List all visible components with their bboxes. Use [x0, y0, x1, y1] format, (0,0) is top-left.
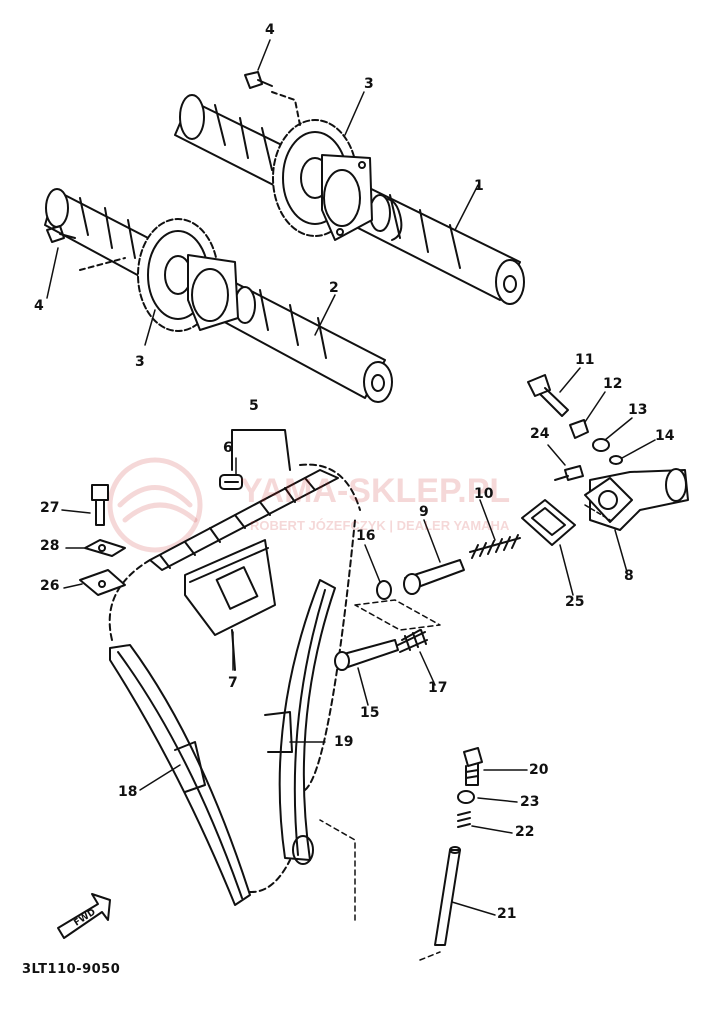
- callout-4-upper: 4: [265, 22, 275, 38]
- assembly-line: [584, 504, 611, 521]
- sprocket-bolt-upper: [244, 71, 301, 126]
- cam-sprocket-upper: [272, 119, 373, 241]
- tensioner-nut: [569, 419, 589, 439]
- callout-15: 15: [360, 705, 380, 721]
- callout-8: 8: [624, 568, 634, 584]
- o-ring: [609, 455, 623, 465]
- watermark-logo: [107, 457, 203, 553]
- plug-rod: [434, 846, 461, 946]
- tensioner-rod: [403, 559, 465, 595]
- sprocket-bolt-lower: [46, 225, 126, 271]
- callout-3-lower: 3: [135, 354, 145, 370]
- guide-bolt: [91, 484, 109, 526]
- body-bolt: [554, 465, 584, 481]
- tensioner-body: [584, 468, 689, 531]
- callout-4-lower: 4: [34, 298, 44, 314]
- callout-26: 26: [40, 578, 60, 594]
- assembly-line-2: [319, 819, 441, 961]
- callout-9: 9: [419, 504, 429, 520]
- callout-2: 2: [329, 280, 339, 296]
- tensioner-guide: [109, 644, 251, 906]
- callout-21: 21: [497, 906, 517, 922]
- callout-19: 19: [334, 734, 354, 750]
- callout-23: 23: [520, 794, 540, 810]
- callout-22: 22: [515, 824, 535, 840]
- watermark-brand: YAMA-SKLEP.PL: [240, 472, 511, 510]
- callout-6: 6: [223, 440, 233, 456]
- plug-spring: [457, 811, 471, 828]
- callout-16: 16: [356, 528, 376, 544]
- guide-stopper: [79, 569, 126, 596]
- callout-bracket-5: [231, 429, 291, 471]
- callout-5: 5: [249, 398, 259, 414]
- callout-28: 28: [40, 538, 60, 554]
- callout-13: 13: [628, 402, 648, 418]
- tensioner-washer: [354, 580, 441, 631]
- callout-3-upper: 3: [364, 76, 374, 92]
- callout-20: 20: [529, 762, 549, 778]
- callout-27: 27: [40, 500, 60, 516]
- tensioner-spring: [469, 534, 521, 559]
- callout-10: 10: [474, 486, 494, 502]
- callout-25: 25: [565, 594, 585, 610]
- callout-18: 18: [118, 784, 138, 800]
- chain-guide-rear: [264, 579, 336, 865]
- tensioner-gasket: [521, 499, 576, 546]
- callout-24: 24: [530, 426, 550, 442]
- guide-plate: [84, 539, 126, 557]
- leader-lines: [46, 39, 656, 916]
- callout-7: 7: [228, 675, 238, 691]
- callout-11: 11: [575, 352, 595, 368]
- callout-14: 14: [655, 428, 675, 444]
- cam-sprocket-lower: [137, 218, 239, 332]
- part-code: 3LT110-9050: [22, 962, 121, 977]
- plug-bolt: [463, 747, 483, 786]
- master-link: [219, 474, 243, 490]
- cam-chain: [108, 463, 361, 893]
- pusher-rod: [334, 639, 399, 671]
- pusher-spring: [397, 629, 428, 653]
- fwd-arrow-icon: [57, 893, 111, 939]
- plug-washer: [457, 790, 475, 804]
- tensioner-washer-13: [592, 438, 610, 452]
- callout-12: 12: [603, 376, 623, 392]
- callout-17: 17: [428, 680, 448, 696]
- tensioner-bolt: [527, 374, 569, 417]
- watermark-subtitle: ROBERT JÓZEFCZYK | DEALER YAMAHA: [250, 518, 510, 533]
- chain-guide-upper: [184, 539, 276, 671]
- callout-1: 1: [474, 178, 484, 194]
